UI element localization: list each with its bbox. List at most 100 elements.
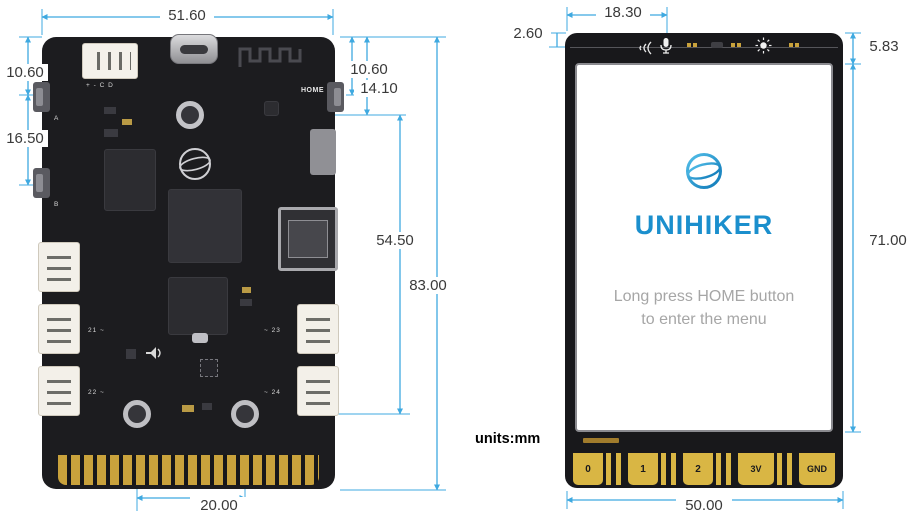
smd-component [122,119,132,125]
light-sensor-icon [755,37,772,54]
dim-top-to-home: 10.60 [345,61,393,79]
dim-bezel-to-glass: 2.60 [505,25,551,43]
pin-pad-gnd[interactable]: GND [799,453,835,485]
units-label: units:mm [475,431,541,447]
hint-line-2: to enter the menu [641,311,767,329]
left-connector-2 [38,304,80,354]
button-a-nub [36,88,43,106]
chip-flash [104,149,156,211]
button-b-nub [36,174,43,192]
home-button[interactable] [327,82,344,112]
microphone-icon [660,38,672,54]
edge-teeth [661,453,680,485]
gravity-connector-top [82,43,138,79]
pin-label-gnd: GND [807,464,827,474]
smd-component [242,287,251,293]
button-a[interactable] [33,82,50,112]
smd-component [240,299,252,306]
dim-left-to-mic: 18.30 [596,4,650,22]
round-component-bottom-right [231,400,259,428]
top-connector-pin-labels: + - C D [86,82,114,89]
dim-bottom-round-span: 20.00 [190,497,248,515]
round-component-bottom-left [123,400,151,428]
port-21-label: 21 ~ [88,327,105,334]
crystal-oscillator [192,333,208,343]
brand-text: UNIHIKER [634,210,774,240]
right-connector-1 [297,304,339,354]
screen-hint-text: Long press HOME button to enter the menu [614,285,795,331]
connector-slots [47,310,71,348]
pad-dot-icon [687,43,691,47]
button-a-label: A [54,115,60,122]
edge-teeth [716,453,735,485]
smd-component [104,107,116,114]
dim-button-a-to-b: 16.50 [2,130,48,148]
pin-pad-2[interactable]: 2 [683,453,713,485]
edge-teeth [777,453,796,485]
pin-label-2: 2 [695,463,701,475]
dim-top-to-button-a: 10.60 [2,64,48,82]
left-connector-3 [38,366,80,416]
smd-component [104,129,118,137]
glass-edge-line [570,47,838,48]
front-view-board: UNIHIKER Long press HOME button to enter… [565,33,843,488]
unihiker-logo-icon [686,153,722,189]
pin-label-1: 1 [640,463,646,475]
connector-slots [306,310,330,348]
pin-pad-3v[interactable]: 3V [738,453,774,485]
usb-c-slot [180,45,208,54]
pin-pad-0[interactable]: 0 [573,453,603,485]
pcb-antenna-icon [238,47,302,67]
usb-a-tongue [288,220,328,258]
gyro-sensor [200,359,218,377]
pad-dot-icon [795,43,799,47]
smd-component [126,349,136,359]
port-24-label: ~ 24 [264,389,281,396]
sound-wave-icon [639,41,652,55]
pad-dot-icon [737,43,741,47]
dim-back-board-width: 51.60 [160,7,214,25]
port-23-label: ~ 23 [264,327,281,334]
connector-slots [89,52,131,70]
dim-front-board-width: 50.00 [676,497,732,515]
edge-teeth [606,453,625,485]
pad-dot-icon [693,43,697,47]
round-component-top [176,101,204,129]
button-b-label: B [54,201,60,208]
dim-top-to-display: 5.83 [860,38,908,56]
connector-slots [47,248,71,286]
chip-small [264,101,279,116]
left-connector-1 [38,242,80,292]
buzzer-icon [146,347,161,359]
connector-slots [306,372,330,410]
dim-top-to-round-part: 14.10 [354,80,404,98]
pad-dot-icon [731,43,735,47]
pin-pad-1[interactable]: 1 [628,453,658,485]
usb-c-port [170,34,218,64]
edge-connector-back [58,455,319,485]
smd-component [182,405,194,412]
bezel-marking [583,438,619,443]
side-connector-gray [310,129,336,175]
home-button-label: HOME [301,87,324,94]
sensor-slot [711,42,723,48]
chip-soc [168,189,242,263]
smd-component [202,403,212,410]
logo-wrap [680,149,728,198]
edge-connector-front: 0 1 2 3V GND [573,453,835,485]
port-22-label: 22 ~ [88,389,105,396]
chip-ram [168,277,228,335]
pin-label-0: 0 [585,463,591,475]
usb-a-port [278,207,338,271]
pad-dot-icon [789,43,793,47]
unihiker-logo-pcb-icon [179,148,211,180]
home-button-nub [334,88,341,106]
dim-round-part-span: 54.50 [370,232,420,250]
connector-slots [47,372,71,410]
dim-back-board-height: 83.00 [403,277,453,295]
right-connector-2 [297,366,339,416]
button-b[interactable] [33,168,50,198]
dim-display-height: 71.00 [862,232,914,250]
display-screen: UNIHIKER Long press HOME button to enter… [575,63,833,432]
